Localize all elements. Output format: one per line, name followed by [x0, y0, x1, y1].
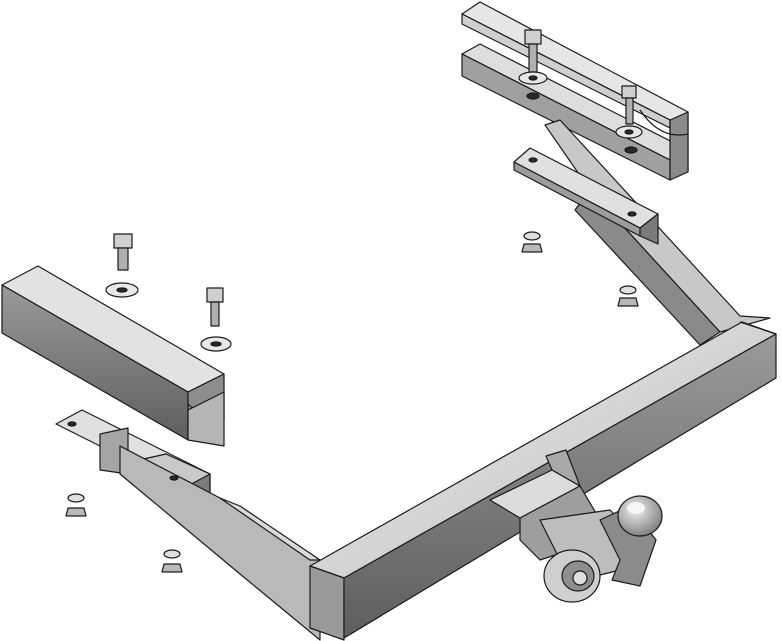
- bracket-holes: [67, 157, 637, 481]
- bolt-left-1: [105, 233, 139, 298]
- tow-ball: [617, 495, 663, 537]
- left-mounting-arm: [55, 409, 321, 641]
- bolt-right-2: [615, 85, 643, 154]
- left-mounting-channel: [1, 265, 225, 447]
- nut-right-1: [521, 231, 543, 253]
- right-mounting-arm: [513, 119, 771, 346]
- nut-left-2: [161, 549, 183, 573]
- socket-plate: [543, 549, 601, 603]
- nut-right-2: [617, 285, 639, 307]
- nut-left-1: [65, 493, 87, 517]
- bolt-right-1: [518, 29, 548, 100]
- bolt-left-2: [200, 287, 232, 352]
